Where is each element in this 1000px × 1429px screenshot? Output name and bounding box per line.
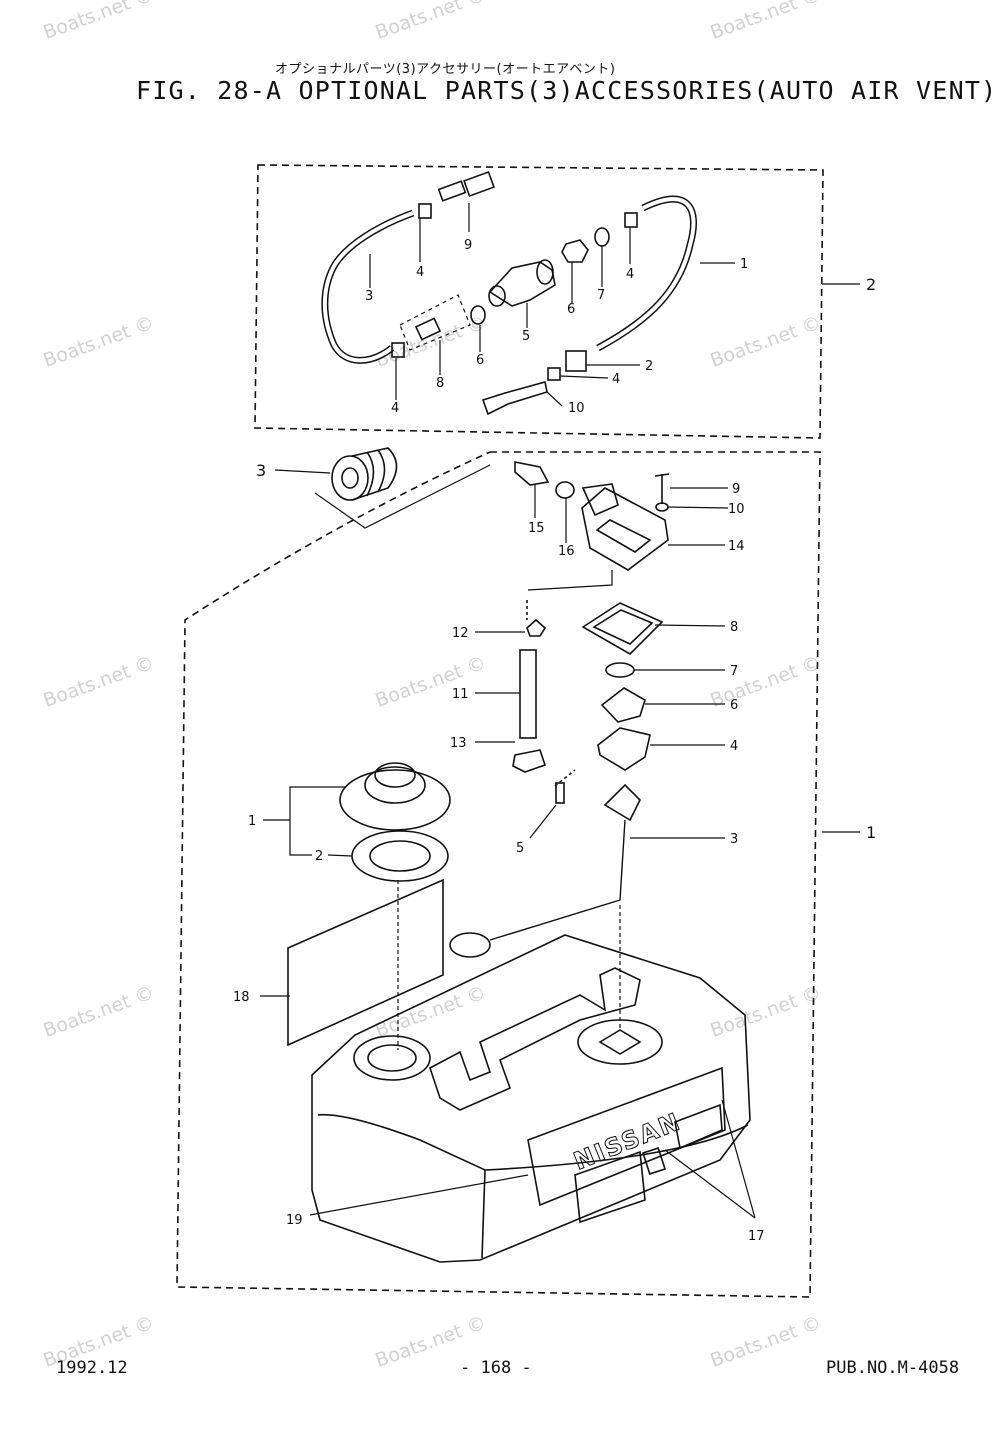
callout-number: 7 [597,288,605,303]
hose-clip [391,342,405,358]
label-plate-18 [287,878,444,1047]
fuel-tank [311,934,751,1263]
washer-7 [594,227,610,247]
callout-number: 16 [558,544,575,559]
callout-number: 2 [315,849,323,864]
group-callout: 1 [866,823,876,842]
filter-13 [512,749,547,773]
tank-group-dashed-boundary [176,451,821,1298]
callout-number: 13 [450,736,467,751]
callout-number: 8 [436,376,444,391]
vent-cover-14 [581,487,669,571]
caution-label-17 [574,1150,646,1224]
callout-number: 3 [730,832,738,847]
connector-2 [565,350,587,372]
elbow-fitting-15 [514,461,550,486]
callout-number: 10 [728,502,745,517]
group-callout: 2 [866,275,876,294]
callout-number: 4 [730,739,738,754]
callout-number: 1 [248,814,256,829]
valve-6 [600,687,646,723]
callout-number: 9 [732,482,740,497]
connector-9 [437,180,467,202]
callout-number: 4 [416,265,424,280]
callout-number: 6 [567,302,575,317]
callout-number: 15 [528,521,545,536]
callout-number: 1 [740,257,748,272]
o-ring-7 [605,662,635,678]
cap-gasket-2 [351,830,449,882]
callout-number: 7 [730,664,738,679]
callout-number: 6 [730,698,738,713]
connector-adapter-3 [331,455,369,501]
callout-number: 4 [612,372,620,387]
footer-publication-number: PUB.NO.M-4058 [826,1358,960,1378]
decal-19 [527,1066,726,1207]
gasket-8 [581,602,664,655]
filler-cap-1 [339,769,451,831]
callout-number: 10 [568,401,585,416]
air-vent-body-5 [488,261,556,307]
hose-clip [418,203,432,219]
footer-date: 1992.12 [56,1358,128,1378]
callout-number: 4 [391,401,399,416]
hose-clip [547,367,561,381]
sub-assembly-8 [399,294,471,351]
callout-number: 5 [522,329,530,344]
screw-5 [555,782,565,804]
callout-number: 2 [645,359,653,374]
caution-label-17 [674,1103,723,1150]
callout-number: 3 [365,289,373,304]
nut-6 [561,239,589,263]
callout-number: 18 [233,990,250,1005]
callout-number: 9 [464,238,472,253]
tank-handle [429,967,641,1111]
washer-10 [655,502,669,512]
footer-page-number: - 168 - [460,1358,532,1378]
callout-number: 6 [476,353,484,368]
callout-number: 11 [452,687,469,702]
cap-12 [526,618,547,637]
tube-11 [519,649,537,739]
washer-16 [555,481,575,499]
callout-number: 3 [256,461,266,480]
float [449,932,491,958]
figure-title: FIG. 28-A OPTIONAL PARTS(3)ACCESSORIES(A… [136,76,998,105]
hose-clip [624,212,638,228]
nut-6-lower [470,305,486,325]
bracket-4 [597,727,651,771]
callout-number: 4 [626,267,634,282]
connector-10 [481,381,548,416]
hose-group-dashed-boundary [254,164,824,439]
filler-neck [353,1035,431,1081]
japanese-title: オプショナルパーツ(3)アクセサリー(オートエアベント) [275,62,616,77]
callout-number: 12 [452,626,469,641]
callout-number: 19 [286,1213,303,1228]
callout-number: 14 [728,539,745,554]
callout-number: 5 [516,841,524,856]
callout-number: 8 [730,620,738,635]
sender-3 [603,783,641,822]
callout-number: 17 [748,1229,765,1244]
